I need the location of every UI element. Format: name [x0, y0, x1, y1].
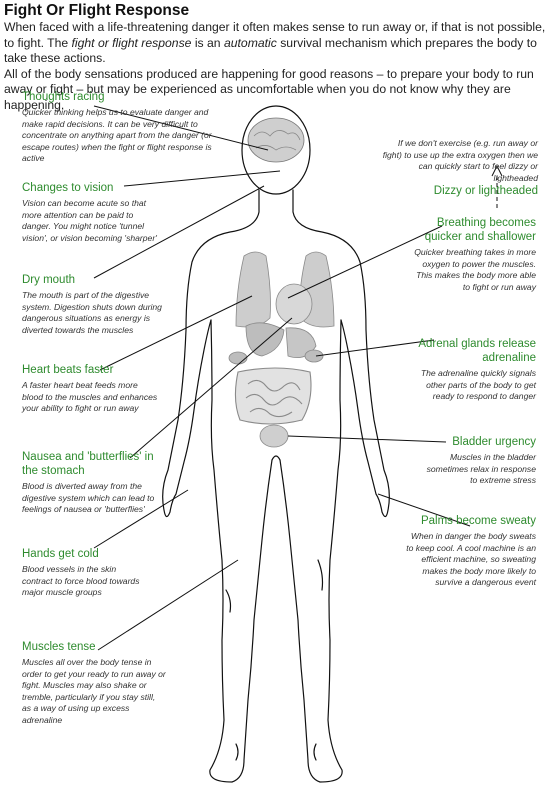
intro-paragraph-2: All of the body sensations produced are … [4, 66, 534, 112]
intestines [234, 367, 312, 425]
brain [247, 117, 305, 163]
annotation-heading: Bladder urgency [452, 436, 536, 448]
annotation-palms-sweaty: Palms become sweaty When in danger the b… [404, 514, 536, 589]
annotation-heart-beats-faster: Heart beats faster A faster heart beat f… [22, 363, 160, 415]
annotation-heading: Nausea and 'butterflies' in the stomach [22, 451, 154, 477]
leader-lines [93, 105, 471, 651]
annotation-body: The adrenaline quickly signals other par… [420, 368, 536, 402]
annotation-bladder-urgency: Bladder urgency Muscles in the bladder s… [424, 435, 536, 487]
page-title: Fight Or Flight Response [4, 2, 190, 19]
annotation-hands-get-cold: Hands get cold Blood vessels in the skin… [22, 547, 144, 599]
adrenal-glands [228, 349, 324, 365]
annotation-body: The mouth is part of the digestive syste… [22, 290, 162, 335]
bladder [259, 424, 289, 448]
annotation-body: A faster heart beat feeds more blood to … [22, 380, 158, 414]
annotation-body: Blood is diverted away from the digestiv… [22, 481, 155, 515]
annotation-body: Quicker thinking helps us to evaluate da… [22, 107, 212, 164]
dizzy-arrow [491, 164, 503, 208]
annotation-body: When in danger the body sweats to keep c… [406, 531, 536, 588]
annotation-heading: Heart beats faster [22, 364, 114, 376]
intro-text-1c: survival mechanism which prepares the bo… [4, 35, 537, 66]
annotation-heading: Dry mouth [22, 274, 76, 286]
annotation-muscles-tense: Muscles tense Muscles all over the body … [22, 640, 166, 727]
annotation-changes-to-vision: Changes to vision Vision can become acut… [22, 181, 164, 244]
annotation-adrenal-glands: Adrenal glands release adrenaline The ad… [418, 337, 536, 403]
annotation-body: Muscles all over the body tense in order… [22, 657, 166, 725]
heart [275, 283, 313, 325]
annotation-body: Blood vessels in the skin contract to fo… [22, 564, 140, 598]
lungs [235, 251, 335, 328]
annotation-heading: Dizzy or lightheaded [433, 185, 538, 198]
annotation-heading: Changes to vision [22, 182, 114, 194]
annotation-nausea-butterflies: Nausea and 'butterflies' in the stomach … [22, 450, 156, 516]
annotation-heading: Breathing becomes quicker and shallower [424, 217, 536, 243]
digestive-organs [245, 322, 317, 359]
intro-paragraph-1: When faced with a life-threatening dange… [4, 20, 552, 67]
intro-emphasis-automatic: automatic [223, 35, 277, 50]
annotation-heading: Muscles tense [22, 641, 96, 653]
annotation-body: Muscles in the bladder sometimes relax i… [426, 452, 536, 486]
annotation-thoughts-racing: Thoughts racing Quicker thinking helps u… [22, 90, 212, 165]
annotation-heading: Thoughts racing [22, 91, 105, 103]
intro-emphasis-fight-or-flight: fight or flight response [71, 35, 192, 50]
annotation-body: Vision can become acute so that more att… [22, 198, 157, 243]
annotation-dizzy-lightheaded: Dizzy or lightheaded If we don't exercis… [378, 138, 538, 198]
annotation-body: Quicker breathing takes in more oxygen t… [414, 247, 536, 292]
annotation-dry-mouth: Dry mouth The mouth is part of the diges… [22, 273, 172, 336]
annotation-body: If we don't exercise (e.g. run away or f… [382, 138, 538, 183]
annotation-heading: Hands get cold [22, 548, 99, 560]
intro-text-1a: When faced with a life-threatening dange… [4, 20, 546, 50]
intro-text: When faced with a life-threatening dange… [4, 20, 552, 113]
annotation-breathing-quicker: Breathing becomes quicker and shallower … [412, 216, 536, 293]
annotation-heading: Adrenal glands release adrenaline [418, 338, 536, 364]
annotation-heading: Palms become sweaty [420, 515, 536, 527]
intro-text-1b: is an [191, 35, 224, 50]
